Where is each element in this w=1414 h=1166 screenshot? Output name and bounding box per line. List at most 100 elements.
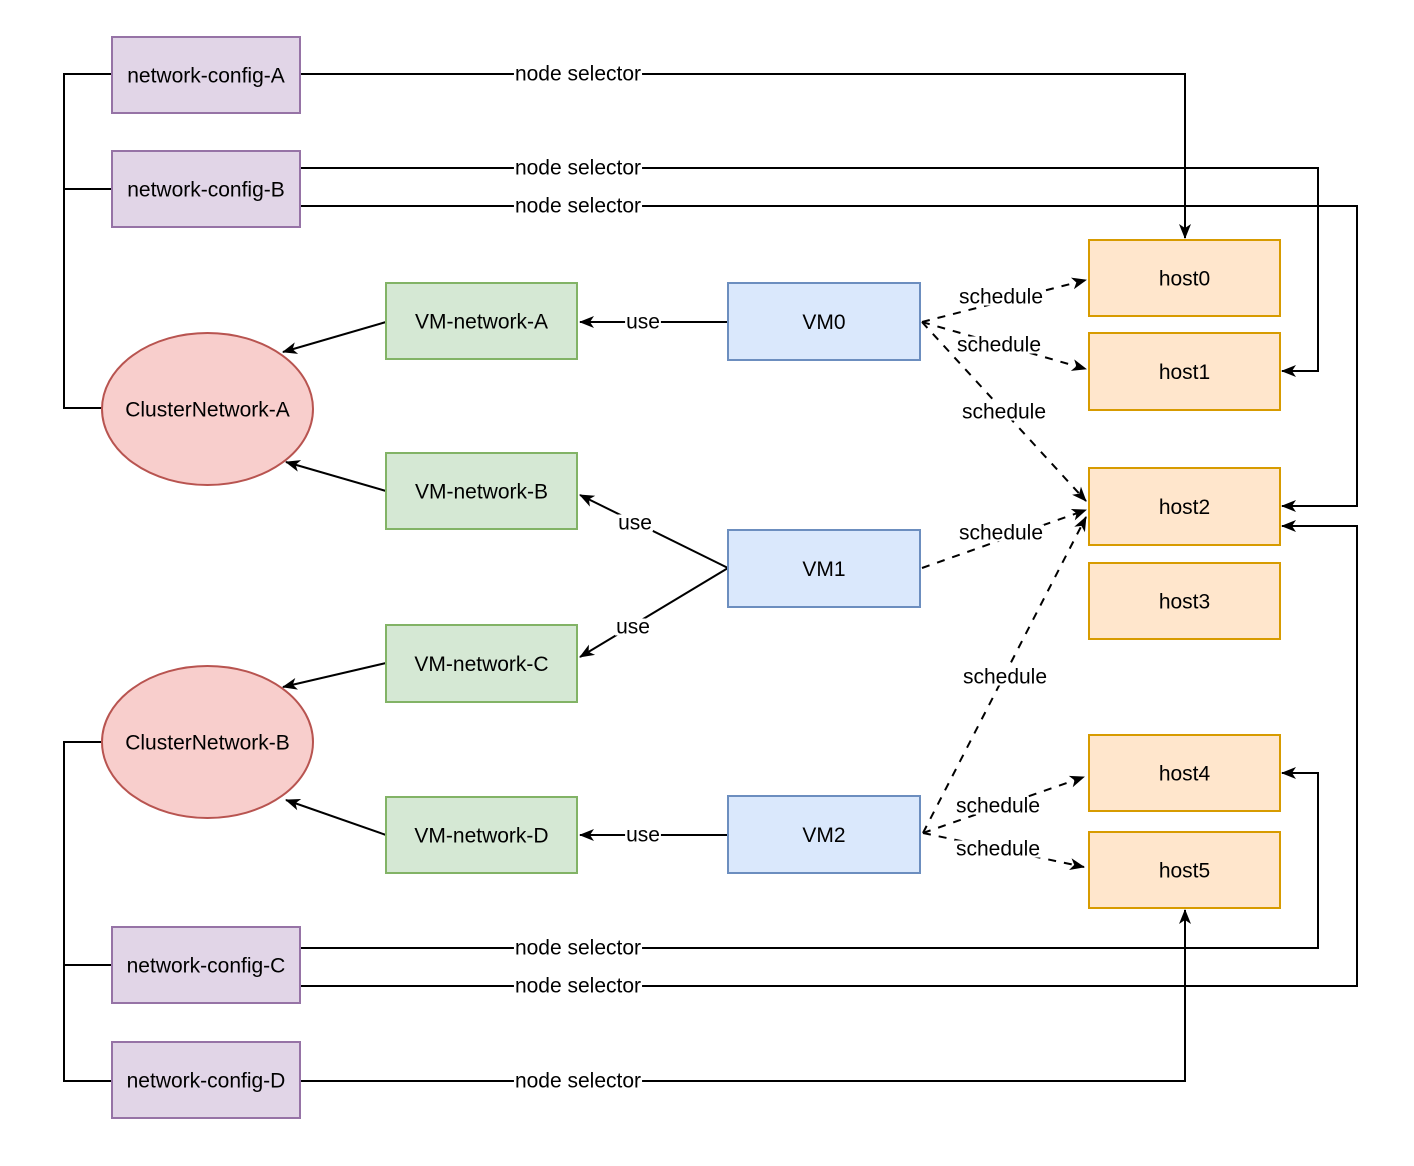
host4-label: host4 [1159,763,1211,786]
ClusterNetwork-A-label: ClusterNetwork-A [125,399,290,422]
edge-VM-network-A-to-ClusterNetwork-A [282,321,387,354]
host2-shape [1088,467,1281,546]
network-config-A-shape [111,36,301,114]
edge-label-bg [513,977,643,995]
edge-network-config-B-to-host2 [300,205,1358,512]
host5-label: host5 [1159,860,1210,883]
node-ClusterNetwork-A: ClusterNetwork-A [101,332,314,486]
node-VM-network-C: VM-network-C [385,624,578,703]
node-VM0: VM0 [727,282,921,361]
VM-network-A-label: VM-network-A [415,311,548,334]
edge-label-text: use [626,824,660,847]
edge-label-text: node selector [515,195,641,218]
edge-VM-network-D-to-ClusterNetwork-B [285,798,387,836]
VM-network-D-label: VM-network-D [414,825,548,848]
node-VM1: VM1 [727,529,921,608]
host2-label: host2 [1159,496,1210,519]
host1-label: host1 [1159,361,1210,384]
edge-label-text: node selector [515,975,641,998]
node-host4: host4 [1088,734,1281,812]
node-VM-network-B: VM-network-B [385,452,578,530]
edge-label-text: node selector [515,937,641,960]
edge-label-bg [513,159,643,177]
node-host3: host3 [1088,562,1281,640]
edge-label-VM0-to-VM-network-A: use [625,311,661,334]
edge-label-network-config-B-to-host2: node selector [513,195,643,218]
edge-label-text: node selector [515,157,641,180]
edge-label-text: schedule [957,334,1041,357]
edge-label-text: schedule [956,795,1040,818]
node-network-config-D: network-config-D [111,1041,301,1119]
edge-label-bg [617,514,653,532]
edge-label-text: schedule [962,401,1046,424]
host0-shape [1088,239,1281,317]
host3-label: host3 [1159,591,1210,614]
edge-label-bg [513,939,643,957]
VM0-shape [727,282,921,361]
edge-label-bg [513,1072,643,1090]
ClusterNetwork-B-shape [101,665,314,819]
VM-network-C-shape [385,624,578,703]
VM-network-B-label: VM-network-B [415,481,548,504]
VM1-label: VM1 [802,558,845,581]
edge-label-VM2-to-VM-network-D: use [625,824,661,847]
edge-VM1-to-VM-network-C [579,567,729,658]
edge-label-network-config-B-to-host1: node selector [513,157,643,180]
VM1-shape [727,529,921,608]
edge-label-VM0-to-host0: schedule [957,286,1045,309]
network-config-B-shape [111,150,301,228]
edge-label-bg [513,65,643,83]
edge-label-VM2-to-host4: schedule [954,795,1042,818]
edge-label-bg [957,524,1045,542]
edge-label-bg [961,668,1049,686]
VM2-label: VM2 [802,824,845,847]
edge-label-bg [955,336,1043,354]
host5-shape [1088,831,1281,909]
nodes-layer: network-config-A network-config-B network-… [101,36,1281,1119]
edge-network-config-A-to-ClusterNetwork-A [63,73,112,409]
node-VM2: VM2 [727,795,921,874]
edge-label-text: schedule [959,286,1043,309]
edge-label-network-config-D-to-host5: node selector [513,1070,643,1093]
network-config-C-shape [111,926,301,1004]
edge-label-VM0-to-host2: schedule [960,401,1048,424]
edge-label-VM1-to-VM-network-B: use [617,512,653,535]
edge-label-VM2-to-host5: schedule [954,838,1042,861]
edge-ClusterNetwork-B-to-network-config-D [63,741,112,1082]
edge-network-config-C-to-host2 [300,520,1358,987]
edge-label-text: node selector [515,1070,641,1093]
edge-label-bg [615,618,651,636]
edge-label-text: use [616,616,650,639]
node-network-config-B: network-config-B [111,150,301,228]
edge-label-text: schedule [963,666,1047,689]
node-VM-network-A: VM-network-A [385,282,578,360]
host1-shape [1088,332,1281,411]
host3-shape [1088,562,1281,640]
edge-network-config-B-to-host1 [300,167,1319,377]
edge-label-network-config-C-to-host2: node selector [513,975,643,998]
edge-label-text: use [618,512,652,535]
edge-label-VM0-to-host1: schedule [955,334,1043,357]
ClusterNetwork-B-label: ClusterNetwork-B [125,732,290,755]
edge-label-bg [954,840,1042,858]
network-config-B-label: network-config-B [127,179,285,202]
edge-network-config-D-to-host5 [300,909,1191,1082]
edge-VM-network-B-to-ClusterNetwork-A [285,460,387,492]
network-config-D-label: network-config-D [127,1070,286,1093]
edge-labels-layer: node selector node selector node selector n… [513,63,1049,1093]
edge-VM1-to-VM-network-B [579,494,729,569]
network-config-A-label: network-config-A [127,65,285,88]
edge-label-bg [625,313,661,331]
node-network-config-A: network-config-A [111,36,301,114]
VM0-label: VM0 [802,311,845,334]
edge-label-text: schedule [959,522,1043,545]
host4-shape [1088,734,1281,812]
VM-network-D-shape [385,796,578,874]
network-config-C-label: network-config-C [127,955,286,978]
ClusterNetwork-A-shape [101,332,314,486]
edge-label-network-config-A-to-host0: node selector [513,63,643,86]
edge-label-text: schedule [956,838,1040,861]
edge-VM-network-C-to-ClusterNetwork-B [282,662,387,690]
edge-label-bg [960,403,1048,421]
